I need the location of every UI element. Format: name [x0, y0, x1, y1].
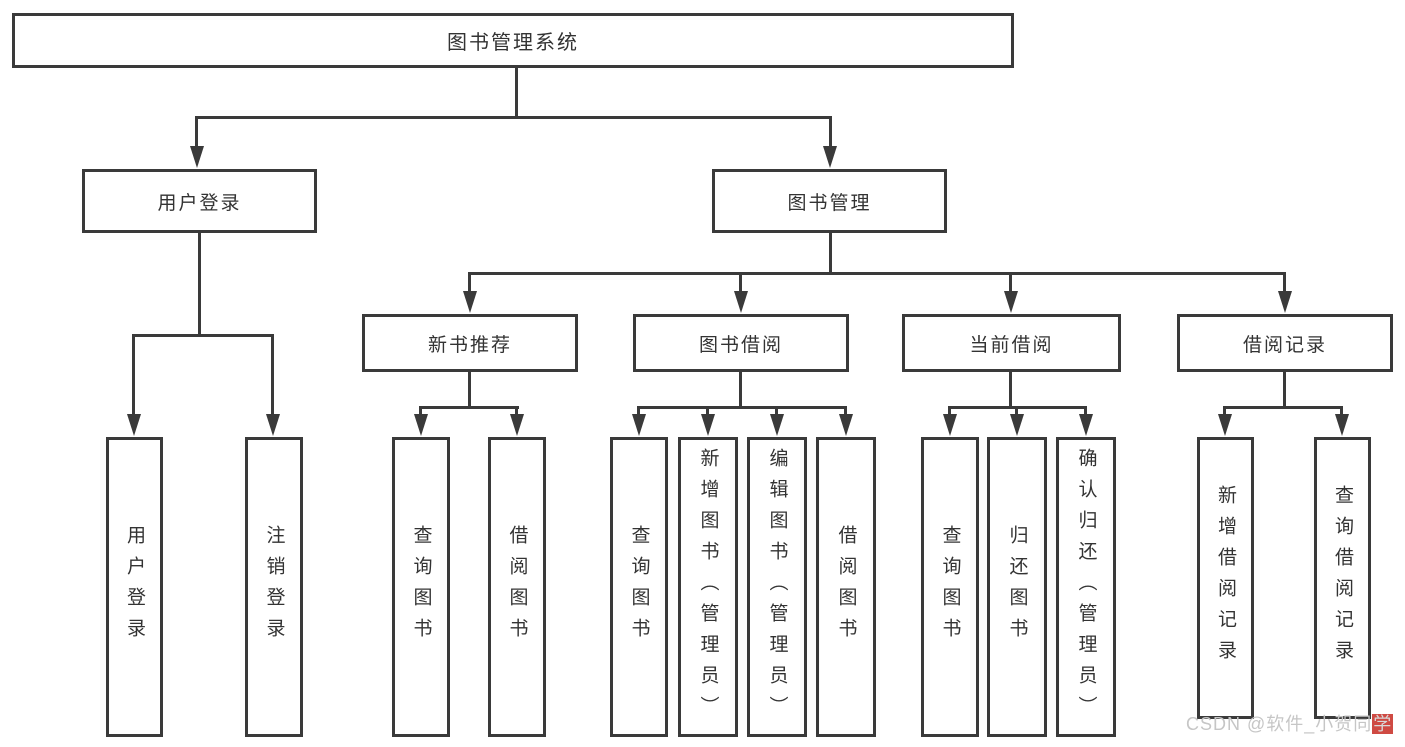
arrow-down	[510, 414, 524, 436]
connector-stub	[739, 372, 742, 409]
arrow-down	[1278, 291, 1292, 313]
connector-drop	[739, 272, 742, 293]
arrow-down	[414, 414, 428, 436]
arrow-down	[734, 291, 748, 313]
connector-drop	[132, 334, 135, 416]
connector-drop	[271, 334, 274, 416]
leaf-borrow-books-recommend-label: 借阅图书	[506, 525, 528, 649]
leaf-user-login: 用户登录	[106, 437, 163, 737]
arrow-down	[943, 414, 957, 436]
connector-drop	[468, 272, 471, 293]
leaf-add-books-admin-label: 新增图书（管理员）	[697, 447, 719, 727]
node-root: 图书管理系统	[12, 13, 1014, 68]
connector-split	[637, 406, 847, 409]
leaf-query-books-current: 查询图书	[921, 437, 979, 737]
connector-drop	[948, 406, 951, 418]
connector-drop	[829, 116, 832, 148]
arrow-down	[463, 291, 477, 313]
leaf-user-login-label: 用户登录	[124, 525, 145, 649]
node-book-borrowing-label: 图书借阅	[698, 334, 783, 356]
leaf-add-books-admin: 新增图书（管理员）	[678, 437, 738, 737]
connector-split	[468, 272, 1286, 275]
connector-split	[419, 406, 519, 409]
arrow-down	[1218, 414, 1232, 436]
leaf-query-books-current-label: 查询图书	[939, 525, 961, 649]
connector-drop	[515, 406, 518, 418]
connector-drop	[1009, 272, 1012, 293]
connector-drop	[706, 406, 709, 418]
leaf-query-books-borrowing: 查询图书	[610, 437, 668, 737]
node-current-borrowing: 当前借阅	[902, 314, 1121, 372]
arrow-down	[127, 414, 141, 436]
connector-root-split	[195, 116, 832, 119]
connector-drop	[775, 406, 778, 418]
node-root-label: 图书管理系统	[447, 32, 579, 54]
connector-stub	[1283, 372, 1286, 409]
connector-stub	[829, 233, 832, 275]
csdn-watermark-text: CSDN @软件_小贺同	[1186, 714, 1373, 734]
arrow-down	[266, 414, 280, 436]
leaf-query-books-recommend-label: 查询图书	[410, 525, 432, 649]
leaf-add-borrow-record-label: 新增借阅记录	[1215, 485, 1236, 671]
node-user-login-label: 用户登录	[157, 192, 242, 214]
node-borrow-records: 借阅记录	[1177, 314, 1393, 372]
connector-stub	[468, 372, 471, 409]
node-user-login: 用户登录	[82, 169, 317, 233]
connector-drop	[195, 116, 198, 148]
connector-drop	[637, 406, 640, 418]
connector-drop	[844, 406, 847, 418]
connector-split	[132, 334, 274, 337]
leaf-query-borrow-record-label: 查询借阅记录	[1332, 485, 1353, 671]
leaf-edit-books-admin: 编辑图书（管理员）	[747, 437, 807, 737]
leaf-confirm-return-admin-label: 确认归还（管理员）	[1075, 447, 1097, 727]
node-book-borrowing: 图书借阅	[633, 314, 849, 372]
leaf-borrow-books: 借阅图书	[816, 437, 876, 737]
arrow-down	[190, 146, 204, 168]
leaf-borrow-books-recommend: 借阅图书	[488, 437, 546, 737]
node-new-book-recommend-label: 新书推荐	[427, 334, 512, 356]
leaf-return-books: 归还图书	[987, 437, 1047, 737]
connector-split	[1223, 406, 1343, 409]
leaf-query-books-borrowing-label: 查询图书	[628, 525, 650, 649]
connector-drop	[1223, 406, 1226, 418]
leaf-borrow-books-label: 借阅图书	[835, 525, 857, 649]
connector-root-stub	[515, 65, 518, 118]
node-borrow-records-label: 借阅记录	[1242, 334, 1327, 356]
leaf-query-books-recommend: 查询图书	[392, 437, 450, 737]
connector-drop	[1015, 406, 1018, 418]
connector-stub	[1009, 372, 1012, 409]
arrow-down	[770, 414, 784, 436]
node-book-management: 图书管理	[712, 169, 947, 233]
node-current-borrowing-label: 当前借阅	[969, 334, 1054, 356]
leaf-logout-label: 注销登录	[263, 525, 285, 649]
csdn-watermark: CSDN @软件_小贺同学	[1186, 710, 1394, 736]
arrow-down	[632, 414, 646, 436]
arrow-down	[1010, 414, 1024, 436]
arrow-down	[823, 146, 837, 168]
leaf-add-borrow-record: 新增借阅记录	[1197, 437, 1254, 719]
csdn-watermark-accent: 学	[1372, 714, 1394, 734]
leaf-return-books-label: 归还图书	[1006, 525, 1028, 649]
connector-drop	[1283, 272, 1286, 293]
arrow-down	[1335, 414, 1349, 436]
node-book-management-label: 图书管理	[787, 192, 872, 214]
leaf-edit-books-admin-label: 编辑图书（管理员）	[766, 447, 788, 727]
connector-stub	[198, 233, 201, 337]
leaf-query-borrow-record: 查询借阅记录	[1314, 437, 1371, 719]
leaf-logout: 注销登录	[245, 437, 303, 737]
connector-drop	[1084, 406, 1087, 418]
arrow-down	[1004, 291, 1018, 313]
connector-drop	[1340, 406, 1343, 418]
arrow-down	[701, 414, 715, 436]
leaf-confirm-return-admin: 确认归还（管理员）	[1056, 437, 1116, 737]
arrow-down	[1079, 414, 1093, 436]
connector-drop	[419, 406, 422, 418]
arrow-down	[839, 414, 853, 436]
node-new-book-recommend: 新书推荐	[362, 314, 578, 372]
